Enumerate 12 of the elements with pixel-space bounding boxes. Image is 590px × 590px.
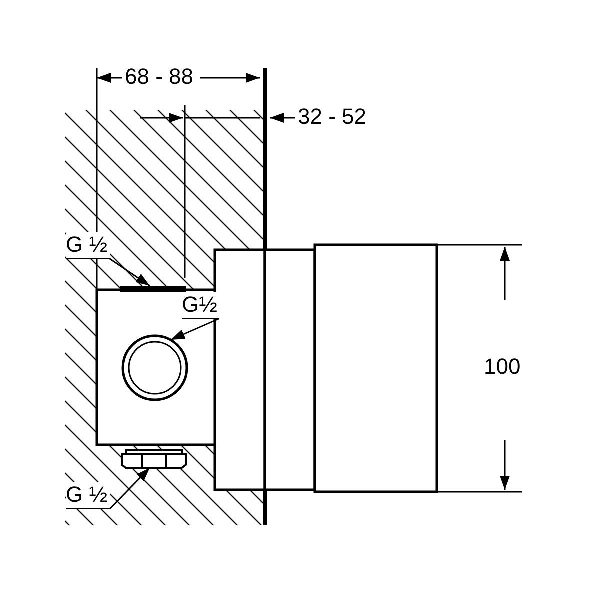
thread-size-label: G½ <box>182 292 220 319</box>
dimension-label: 100 <box>484 354 521 380</box>
thread-size-label: G ½ <box>66 232 110 259</box>
leader-line <box>110 258 150 287</box>
dimension-label: 68 - 88 <box>125 64 194 90</box>
leader-line <box>109 467 151 510</box>
thread-connection <box>120 286 186 292</box>
leader-line <box>170 318 220 341</box>
thread-size-label: G ½ <box>66 482 110 509</box>
hex-nut <box>121 449 187 469</box>
dimension-label: 32 - 52 <box>298 104 366 130</box>
port-connection <box>122 334 188 402</box>
